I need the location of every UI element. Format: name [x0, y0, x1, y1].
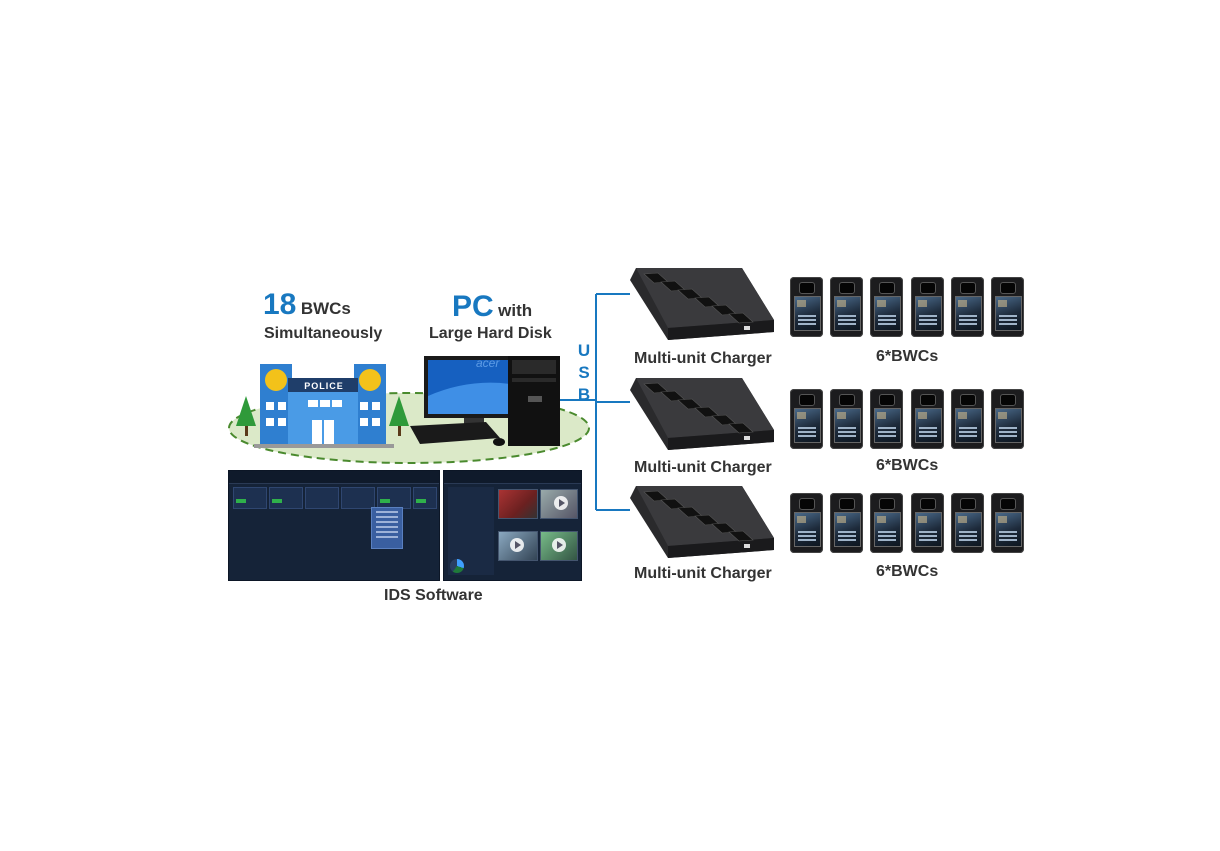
- bwc-camera-icon: [790, 277, 823, 337]
- bwc-count: 18: [263, 288, 297, 321]
- police-building-icon: [254, 364, 394, 448]
- video-thumbnail: [498, 489, 538, 519]
- play-icon: [510, 538, 524, 552]
- charger-label: Multi-unit Charger: [634, 565, 772, 582]
- software-label: IDS Software: [384, 587, 483, 604]
- bwc-group-label: 6*BWCs: [876, 348, 939, 365]
- bwc-camera-icon: [950, 493, 984, 553]
- play-icon: [554, 496, 568, 510]
- multi-unit-charger-icon: [630, 378, 774, 450]
- charger-label: Multi-unit Charger: [634, 350, 772, 367]
- charger-label: Multi-unit Charger: [634, 459, 772, 476]
- bwc-camera-icon: [910, 493, 944, 553]
- keyboard-icon: [410, 422, 500, 444]
- pc-tower-icon: [508, 356, 560, 446]
- simultaneously-label: Simultaneously: [264, 325, 383, 342]
- bwc-camera-icon: [790, 493, 823, 553]
- usb-letter: S: [578, 363, 590, 382]
- digital-evidence-screenshot: [443, 470, 582, 581]
- multi-unit-charger-icon: [630, 486, 774, 558]
- bwc-camera-icon: [991, 277, 1024, 337]
- usb-letter: B: [577, 385, 591, 404]
- bwc-unit: BWCs: [300, 299, 351, 318]
- bwc-group-label: 6*BWCs: [876, 563, 939, 580]
- pc-heading: PC with: [452, 290, 532, 324]
- tree-left-icon: [236, 396, 256, 436]
- bwc-camera-icon: [910, 389, 944, 449]
- dashboard-card: [377, 487, 411, 509]
- dashboard-card: [233, 487, 267, 509]
- bwc-camera-icon: [991, 389, 1024, 449]
- pie-icon: [450, 559, 464, 573]
- bwc-camera-icon: [790, 389, 823, 449]
- police-sign: POLICE: [304, 381, 344, 391]
- video-thumbnail: [540, 531, 578, 561]
- pc-subtitle: Large Hard Disk: [429, 325, 552, 342]
- bwc-camera-icon: [991, 493, 1024, 553]
- bwc-camera-icon: [950, 389, 984, 449]
- dashboard-card: [341, 487, 375, 509]
- usb-connector-lines: [560, 293, 630, 511]
- pc-big: PC: [452, 290, 494, 323]
- usb-letter: U: [577, 341, 591, 360]
- bwc-group-label: 6*BWCs: [876, 457, 939, 474]
- bwc-camera-icon: [830, 389, 864, 449]
- dashboard-card: [413, 487, 437, 509]
- dashboard-card: [305, 487, 339, 509]
- dashboard-dropdown: [371, 507, 403, 549]
- bwc-camera-icon: [870, 277, 904, 337]
- dashboard-card: [269, 487, 303, 509]
- station-illustration: [228, 356, 590, 464]
- dashboard-titlebar: [229, 471, 439, 484]
- mouse-icon: [493, 438, 505, 446]
- pc-with: with: [498, 301, 533, 320]
- bwc-camera-icon: [910, 277, 944, 337]
- play-icon: [552, 538, 566, 552]
- usb-label: U S B: [574, 340, 594, 406]
- bwc-camera-icon: [870, 493, 904, 553]
- bwc-count-heading: 18 BWCs: [263, 288, 351, 322]
- ids-dashboard-screenshot: [228, 470, 440, 581]
- bwc-camera-icon: [830, 493, 864, 553]
- bwc-camera-icon: [950, 277, 984, 337]
- bwc-camera-icon: [830, 277, 864, 337]
- multi-unit-charger-icon: [630, 268, 774, 340]
- tree-right-icon: [389, 396, 409, 436]
- bwc-camera-icon: [870, 389, 904, 449]
- evidence-titlebar: [444, 471, 581, 484]
- monitor-brand: acer: [476, 356, 500, 370]
